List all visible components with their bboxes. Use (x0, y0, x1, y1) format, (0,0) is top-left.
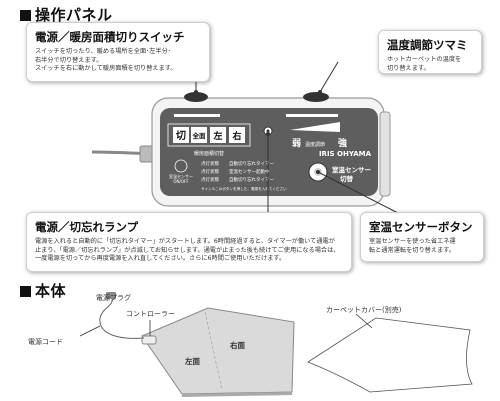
temperature-knob-top (303, 92, 329, 102)
carpet-top (141, 307, 295, 395)
info-row-2-desc: 室温センサー起動中 (229, 168, 270, 175)
left-side-label: 左面 (184, 356, 200, 366)
square-bullet-icon (20, 10, 31, 21)
room-sensor-label-line2: 切替 (340, 174, 354, 183)
weak-label: 弱 (292, 138, 301, 149)
callout-lamp-text: 電源を入れると自動的に「切忘れタイマー」がスタートします。6時間経過すると、タイ… (35, 238, 340, 263)
callout-lamp-title: 電源／切忘れランプ (35, 220, 139, 234)
full-position-label: 全面 (192, 131, 207, 140)
power-plug (106, 292, 116, 299)
left-position-box[interactable] (210, 127, 226, 143)
sensor-status-icon (174, 159, 188, 173)
callout-temp-title: 温度調節ツマミ (387, 38, 468, 52)
left-position-label: 左 (212, 130, 222, 142)
leader-dot-lamp (266, 132, 270, 136)
right-side-label: 右面 (229, 340, 245, 350)
room-sensor-label-line1: 室温センサー (332, 165, 371, 174)
callout-off-lamp: 電源／切忘れランプ 電源を入れると自動的に「切忘れタイマー」がスタートします。6… (26, 212, 352, 272)
carpet-center-line (204, 311, 223, 391)
area-slider-track (174, 114, 220, 117)
callout-power-area-switch: 電源／暖房面積切りスイッチ スイッチを切ったり、暖める場所を全面･左半分･ 右半… (26, 22, 210, 82)
square-bullet-icon (20, 286, 31, 297)
temp-slider-track (286, 114, 338, 117)
temperature-scale-wedge (290, 122, 340, 132)
full-position-box[interactable] (191, 127, 207, 143)
cover-label: カーペットカバー(別売) (326, 305, 402, 314)
callout-temperature-dial: 温度調節ツマミ ホットカーペットの温度を 切り替えます。 (378, 30, 482, 74)
callout-temp-text: ホットカーペットの温度を 切り替えます。 (387, 56, 462, 72)
callout-room-sensor: 室温センサーボタン 室温センサーを使った省エネ運 転と通常運転を切り替えます。 (360, 212, 484, 262)
plug-label: 電源プラグ (96, 293, 131, 302)
section-title-operation-panel: 操作パネル (20, 4, 113, 25)
off-position-label: 切 (176, 130, 186, 142)
callout-sensor-title: 室温センサーボタン (369, 220, 473, 234)
leader-line-cover (355, 313, 373, 329)
leader-dot-temp (318, 90, 322, 94)
carpet-cover (307, 317, 473, 393)
controller-side (379, 111, 391, 197)
leader-line-temp (319, 61, 339, 93)
switch-knob-top (184, 92, 208, 102)
area-switch-frame (167, 123, 251, 147)
info-row-1-state: 点灯状態 (201, 160, 219, 167)
info-row-2-state: 点灯状態 (201, 168, 219, 175)
right-position-label: 右 (231, 130, 241, 142)
leader-line-cord (79, 325, 101, 337)
section-title-main-unit: 本体 (20, 280, 66, 301)
right-position-box[interactable] (229, 127, 245, 143)
info-row-3-desc: 自動切り忘れタイマー (229, 176, 274, 183)
off-lamp-center (266, 129, 270, 133)
leader-dot-sensor (316, 170, 320, 174)
leader-dot-power (194, 90, 198, 94)
controller-label: コントローラー (126, 310, 175, 318)
panel-note: サイン①このボタンを押した、電源を入れてください (201, 186, 287, 191)
leader-line-sensor (317, 171, 401, 215)
callout-power-area-title: 電源／暖房面積切りスイッチ (35, 30, 185, 44)
power-cord (99, 297, 145, 339)
callout-power-area-text: スイッチを切ったり、暖める場所を全面･左半分･ 右半分で切り替えます。 スイッチ… (35, 48, 177, 73)
callout-sensor-text: 室温センサーを使った省エネ運 転と通常運転を切り替えます。 (369, 238, 456, 254)
strong-label: 強 (338, 137, 347, 149)
info-row-3-state: 点灯状態 (201, 176, 219, 183)
off-position-box[interactable] (173, 127, 189, 143)
brand-logo: IRIS OHYAMA (319, 150, 372, 158)
info-row-1-desc: 自動切り忘れタイマー (229, 160, 274, 167)
mini-controller (141, 335, 157, 345)
area-switch-label: 暖房面積切替 (194, 150, 224, 157)
sensor-caption-line2: ON/OFF (173, 179, 189, 184)
temp-scale-label: 温度調節 (305, 141, 325, 148)
carpet-edge (182, 392, 292, 397)
cord-label: 電源コード (28, 337, 63, 346)
sensor-caption-line1: 室温センサー (169, 173, 193, 179)
